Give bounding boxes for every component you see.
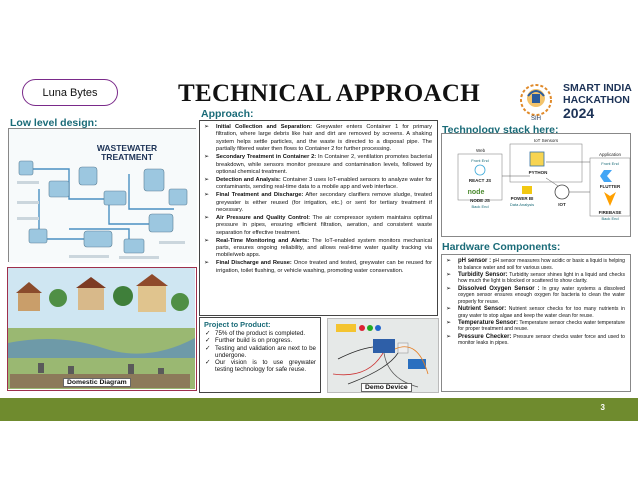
progress-item: Testing and validation are next to be un…	[204, 345, 316, 360]
approach-item-text: In Container 2, ventilation promotes bac…	[216, 154, 432, 175]
approach-item-text: The air compressor system maintains opti…	[216, 214, 432, 236]
label-app-front-end: Front End	[601, 161, 619, 166]
progress-list: 75% of the product is completed. Further…	[204, 330, 316, 374]
hardware-item: Temperature Sensor: Temperature sensor c…	[446, 320, 625, 333]
tech-stack-chart: IoT Sensors Web Front End REACT JS node …	[457, 138, 631, 221]
hardware-item-title: pH sensor :	[458, 258, 492, 264]
hardware-item-title: Dissolved Oxygen Sensor :	[458, 285, 540, 292]
progress-item: Our vision is to use greywater testing t…	[204, 359, 316, 374]
label-application: Application	[599, 152, 622, 157]
treatment-flow-illustration: WASTEWATER TREATMENT	[9, 129, 197, 263]
approach-item: Final Treatment and Discharge: After sec…	[204, 192, 432, 214]
approach-heading: Approach:	[201, 108, 254, 120]
hardware-panel: pH sensor : pH sensor measures how acidi…	[441, 254, 631, 392]
approach-item: Detection and Analysis: Container 3 uses…	[204, 177, 432, 192]
demo-caption: Demo Device	[361, 383, 412, 392]
label-powerbi: POWER BI	[511, 196, 534, 201]
approach-panel: Initial Collection and Separation: Greyw…	[199, 120, 438, 316]
hardware-item-text: Temperature sensor checks water temperat…	[458, 319, 626, 333]
label-firebase: FIREBASE	[599, 210, 622, 215]
hardware-item-title: Temperature Sensor:	[458, 319, 518, 326]
footer-bar: 3	[0, 398, 638, 421]
approach-item-title: Detection and Analysis:	[216, 176, 281, 183]
circuit-photo-illustration	[328, 319, 438, 392]
approach-item: Air Pressure and Quality Control: The ai…	[204, 215, 432, 237]
label-iot: IOT	[558, 202, 566, 207]
hardware-item-text: Pressure sensor checks water force and u…	[458, 333, 626, 347]
progress-heading: Project to Product:	[204, 320, 271, 329]
logo-line2: HACKATHON	[563, 94, 630, 106]
hardware-item-title: Turbidity Sensor:	[458, 271, 508, 278]
approach-item-text: Container 3 uses IoT-enabled sensors to …	[216, 176, 432, 191]
team-name: Luna Bytes	[42, 86, 98, 99]
approach-item: Initial Collection and Separation: Greyw…	[204, 124, 432, 154]
hardware-item-title: Nutrient Sensor:	[458, 305, 507, 312]
approach-item-text: The IoT-enabled system monitors mechanic…	[216, 237, 432, 259]
hardware-item-title: Pressure Checker:	[458, 333, 512, 340]
hardware-heading: Hardware Components:	[442, 241, 561, 253]
hardware-item-text: In gray water systems a dissolved oxygen…	[458, 285, 625, 305]
label-front-end: Front End	[471, 158, 489, 163]
diagram-title-2: TREATMENT	[101, 152, 154, 162]
approach-item: Secondary Treatment in Container 2: In C…	[204, 154, 432, 176]
approach-item: Final Discharge and Reuse: Once treated …	[204, 260, 432, 275]
hardware-item: Turbidity Sensor: Turbidity sensor shine…	[446, 272, 625, 285]
label-back-end: Back End	[471, 204, 488, 209]
approach-item: Real-Time Monitoring and Alerts: The IoT…	[204, 238, 432, 260]
progress-item: 75% of the product is completed.	[204, 330, 316, 338]
label-iot-sensors: IoT Sensors	[534, 138, 559, 143]
label-react: REACT JS	[469, 178, 491, 183]
project-progress-panel: Project to Product: 75% of the product i…	[199, 317, 321, 393]
page-number: 3	[600, 403, 605, 412]
sih-logo-text: SMART INDIA HACKATHON 2024	[563, 82, 633, 121]
village-scene-illustration	[8, 268, 195, 389]
label-app-back-end: Back End	[601, 216, 618, 221]
diagram-title-1: WASTEWATER	[97, 143, 157, 153]
hardware-item: Pressure Checker: Pressure sensor checks…	[446, 334, 625, 347]
hardware-item-text: Turbidity sensor shines light in a liqui…	[458, 271, 625, 285]
hardware-item-text: Nutrient sensor checks for too many nutr…	[458, 305, 625, 319]
label-python: PYTHON	[529, 170, 548, 175]
logo-line1: SMART INDIA	[563, 82, 632, 94]
approach-item-title: Final Discharge and Reuse:	[216, 260, 292, 267]
demo-device-photo: Demo Device	[327, 318, 439, 393]
approach-item-title: Final Treatment and Discharge:	[216, 192, 304, 199]
label-flutter: FLUTTER	[600, 184, 621, 189]
approach-item-text: Once treated and tested, greywater can b…	[216, 260, 432, 274]
label-node: node	[468, 189, 485, 196]
hardware-list: pH sensor : pH sensor measures how acidi…	[446, 258, 625, 347]
sih-badge-text: SIH	[531, 116, 541, 122]
logo-line3: 2024	[563, 105, 595, 121]
tech-stack-diagram: IoT Sensors Web Front End REACT JS node …	[441, 133, 631, 237]
label-data-analysis: Data Analysis	[510, 202, 534, 207]
sih-logo-icon: SIH	[520, 84, 552, 122]
approach-item-title: Initial Collection and Separation:	[216, 124, 313, 130]
domestic-diagram-figure: Domestic Diagram	[7, 267, 197, 391]
low-level-heading: Low level design:	[10, 117, 98, 129]
approach-item-text: After secondary clarifiers remove sludge…	[216, 192, 432, 213]
domestic-caption: Domestic Diagram	[63, 378, 131, 387]
approach-list: Initial Collection and Separation: Greyw…	[204, 124, 432, 275]
hardware-item: Nutrient Sensor: Nutrient sensor checks …	[446, 306, 625, 319]
approach-item-title: Secondary Treatment in Container 2:	[216, 154, 317, 161]
team-name-badge: Luna Bytes	[22, 79, 118, 106]
page-title: TECHNICAL APPROACH	[178, 80, 480, 107]
hardware-item: Dissolved Oxygen Sensor : In gray water …	[446, 286, 625, 306]
approach-item-title: Real-Time Monitoring and Alerts:	[216, 237, 310, 244]
progress-item: Further build is on progress.	[204, 337, 316, 345]
label-nodejs: NODE JS	[470, 198, 490, 203]
hardware-item: pH sensor : pH sensor measures how acidi…	[446, 258, 625, 271]
approach-item-title: Air Pressure and Quality Control:	[216, 214, 311, 221]
label-web: Web	[476, 148, 486, 153]
hardware-item-text: pH sensor measures how acidic or basic a…	[458, 258, 625, 271]
approach-item-text: Greywater enters Container 1 for primary…	[216, 124, 432, 153]
wastewater-treatment-diagram: WASTEWATER TREATMENT	[8, 128, 197, 263]
